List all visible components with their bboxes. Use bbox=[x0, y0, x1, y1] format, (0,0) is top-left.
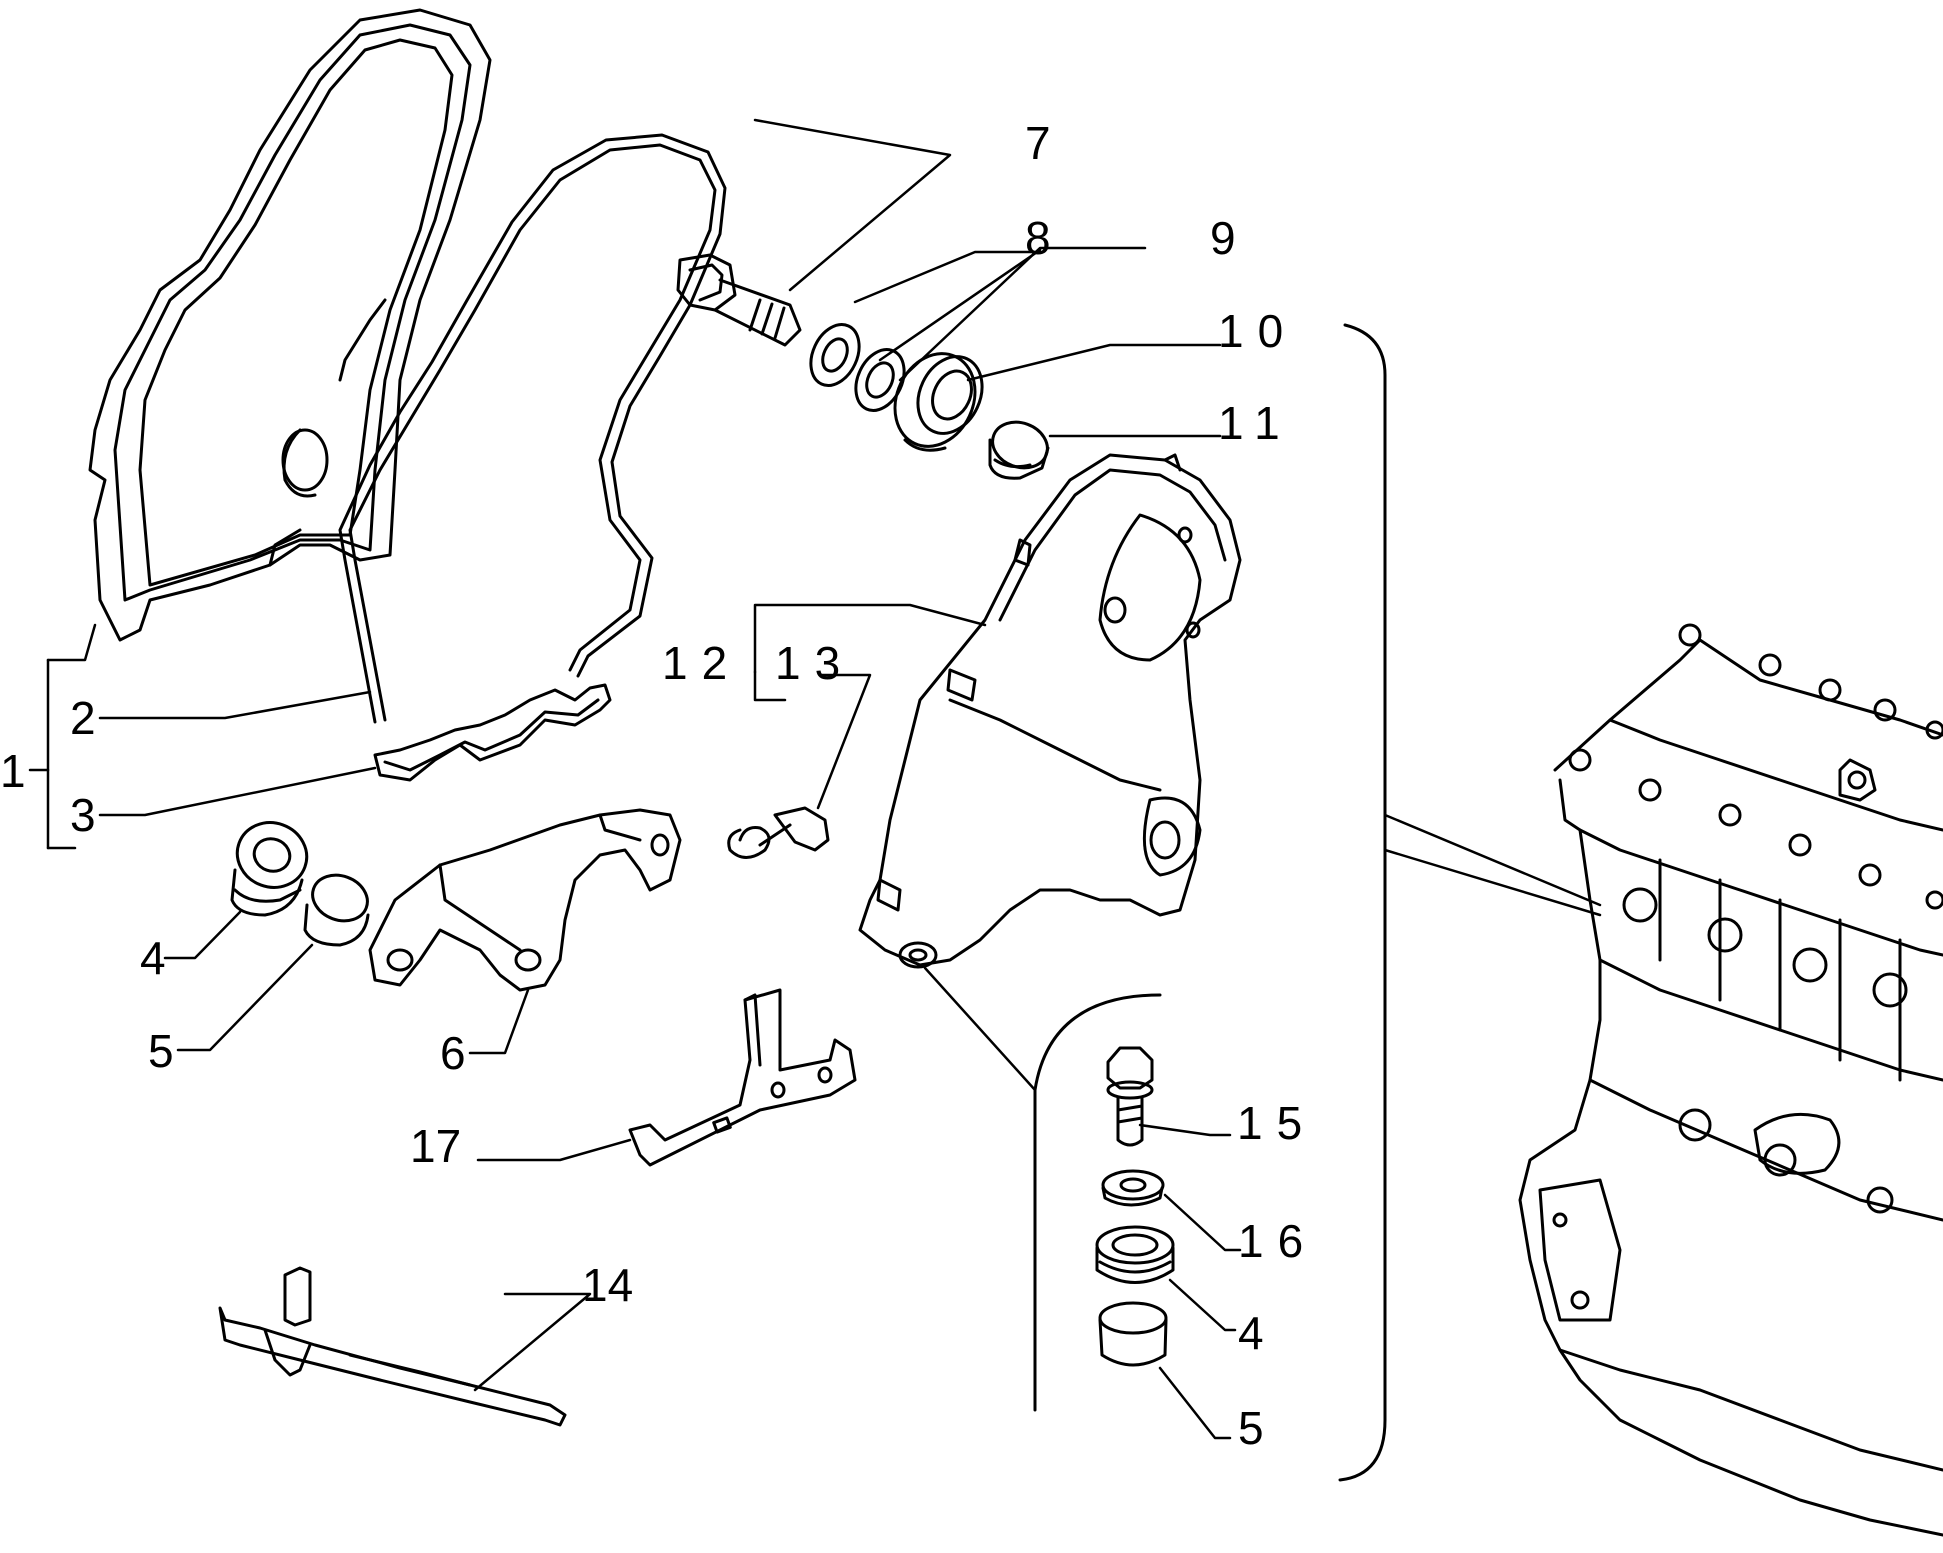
washer-thin bbox=[802, 317, 869, 394]
leader-lines bbox=[30, 120, 1600, 1438]
callout-3: 3 bbox=[70, 789, 96, 841]
callout-5: 5 bbox=[148, 1025, 174, 1077]
bolt bbox=[678, 255, 800, 345]
callout-10: 10 bbox=[1218, 305, 1298, 357]
callout-8: 8 bbox=[1025, 212, 1051, 264]
cable-tie bbox=[220, 1268, 565, 1425]
inset-outline bbox=[1035, 995, 1160, 1410]
bracket-strap bbox=[630, 990, 855, 1165]
callout-5-inset: 5 bbox=[1238, 1402, 1264, 1454]
lower-gasket-strip bbox=[375, 685, 610, 780]
callout-15: 15 bbox=[1237, 1097, 1317, 1149]
upper-timing-cover bbox=[90, 10, 490, 640]
callout-9: 9 bbox=[1210, 212, 1236, 264]
callout-13: 13 bbox=[775, 637, 855, 689]
spacer-small bbox=[1100, 1303, 1166, 1365]
callout-17: 17 bbox=[410, 1120, 462, 1172]
callout-12: 12 bbox=[662, 637, 742, 689]
upper-cover-gasket bbox=[340, 135, 725, 722]
spring-clip bbox=[729, 808, 828, 858]
bracket bbox=[370, 810, 680, 990]
engine-block bbox=[1520, 625, 1943, 1535]
spacer-sleeve bbox=[986, 415, 1054, 478]
bolt-with-washer bbox=[1108, 1048, 1152, 1145]
callout-2: 2 bbox=[70, 692, 96, 744]
callout-1: 1 bbox=[0, 745, 26, 797]
callout-14: 14 bbox=[582, 1259, 634, 1311]
spacer-left bbox=[305, 868, 374, 945]
callout-6: 6 bbox=[440, 1027, 466, 1079]
washer-small bbox=[1103, 1171, 1163, 1205]
callout-4-inset: 4 bbox=[1238, 1307, 1264, 1359]
group-bracket bbox=[1340, 325, 1385, 1480]
lower-timing-cover bbox=[860, 455, 1240, 967]
callout-4: 4 bbox=[140, 932, 166, 984]
callout-16: 16 bbox=[1238, 1215, 1318, 1267]
grommet bbox=[880, 340, 994, 459]
grommet-small bbox=[1097, 1227, 1173, 1283]
callout-7: 7 bbox=[1025, 117, 1051, 169]
grommet-left bbox=[228, 813, 316, 915]
callout-11: 11 bbox=[1218, 397, 1294, 449]
